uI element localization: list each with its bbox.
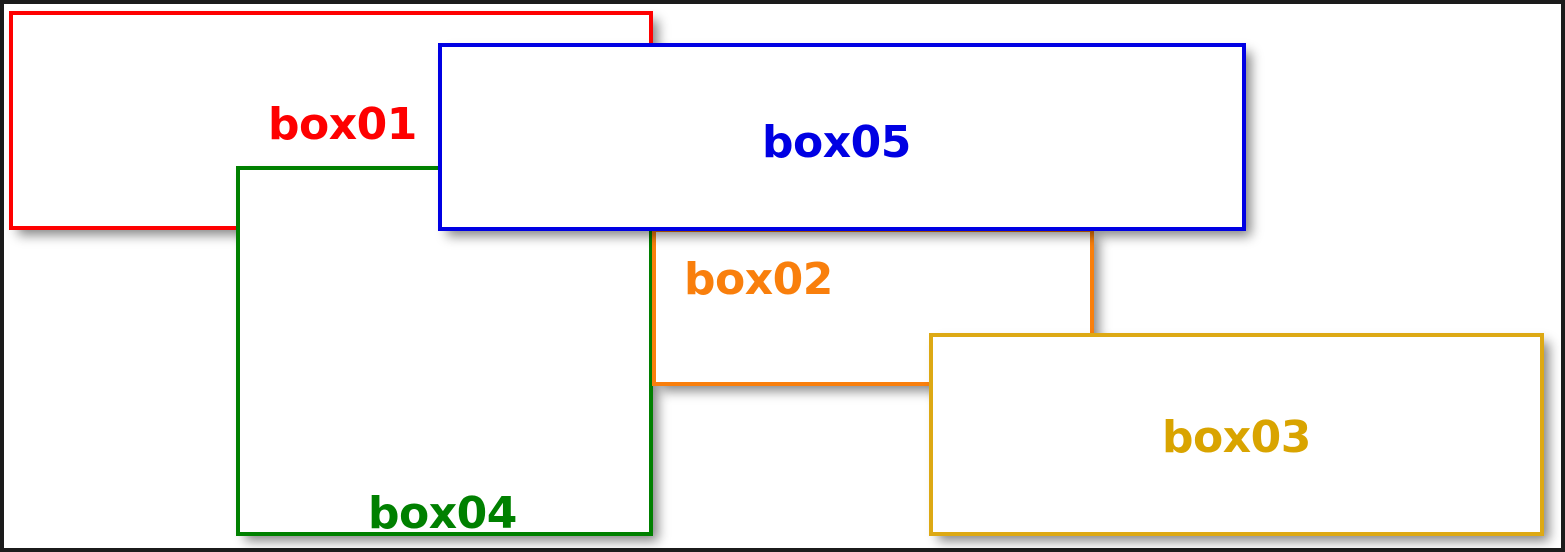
box-label-box02: box02 — [684, 254, 833, 305]
box-label-box01: box01 — [268, 99, 417, 150]
box-label-box03: box03 — [1162, 412, 1311, 463]
box-label-box05: box05 — [762, 117, 911, 168]
box-box03[interactable]: box03 — [929, 333, 1544, 536]
box-label-box04: box04 — [368, 488, 517, 539]
box-box05[interactable]: box05 — [438, 43, 1246, 231]
